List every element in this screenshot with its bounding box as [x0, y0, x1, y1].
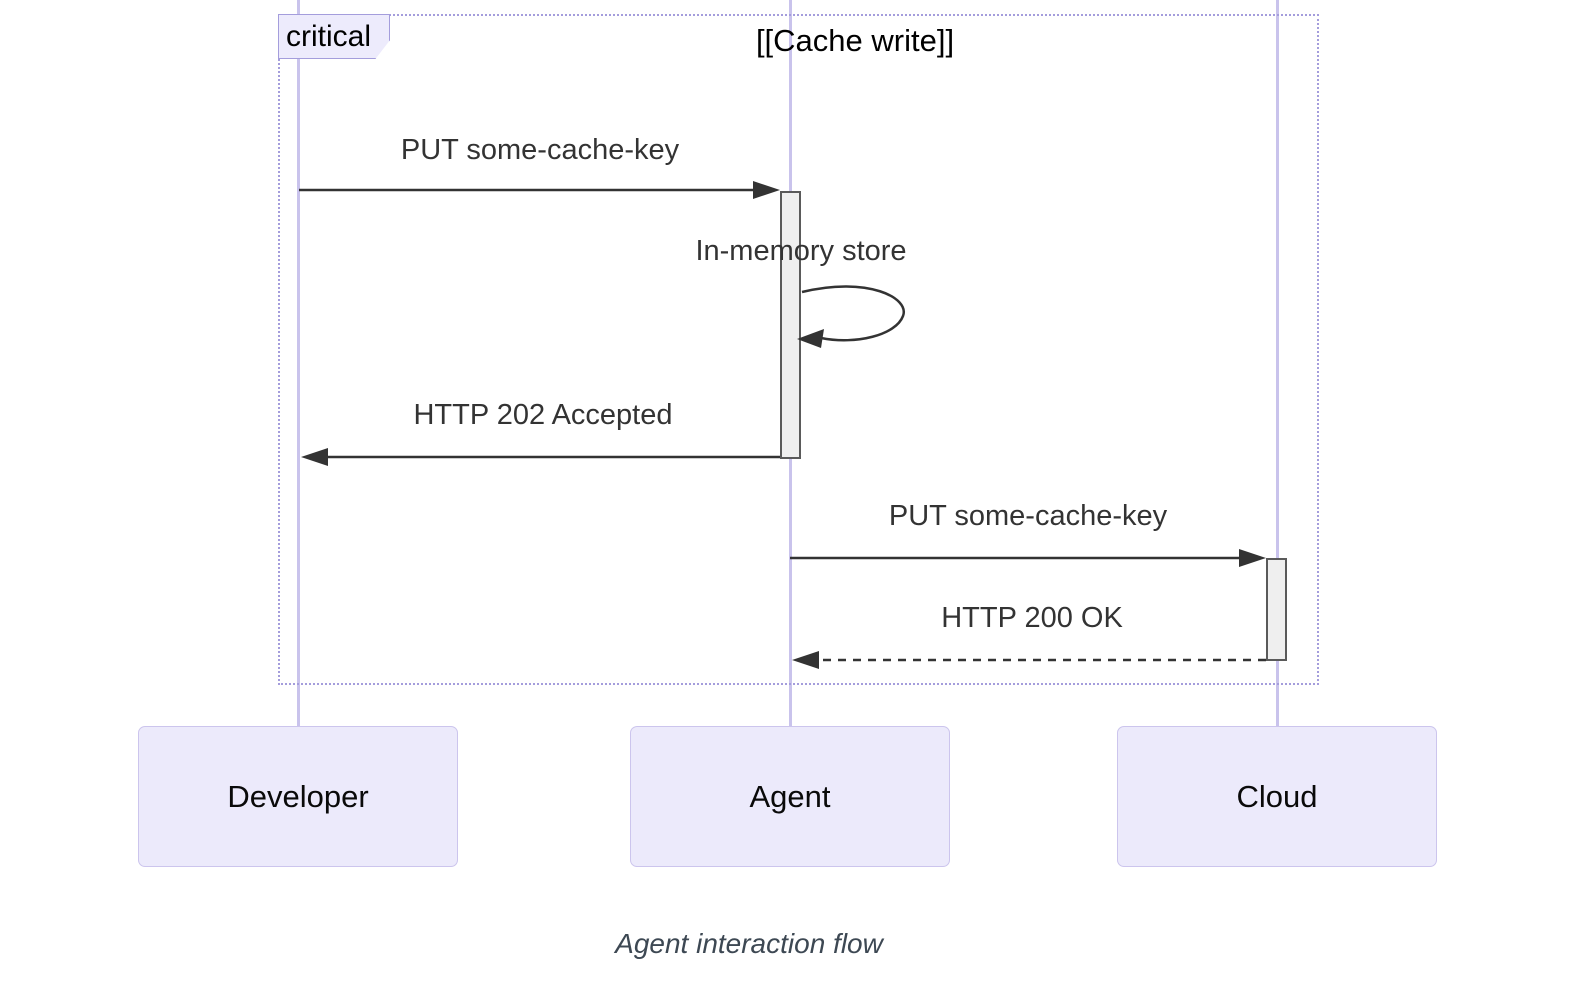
lifeline-cloud: [1276, 0, 1279, 727]
message-put-some-cache-key-2: PUT some-cache-key: [888, 500, 1168, 532]
critical-label-text: critical: [286, 19, 372, 53]
actor-label-developer: Developer: [227, 778, 369, 814]
message-http-200-ok: HTTP 200 OK: [941, 602, 1123, 634]
critical-region-title: [[Cache write]]: [755, 23, 955, 58]
critical-region-label: critical: [278, 14, 390, 59]
message-put-some-cache-key-1: PUT some-cache-key: [400, 134, 680, 166]
actor-label-agent: Agent: [749, 778, 831, 814]
diagram-caption: Agent interaction flow: [615, 928, 883, 959]
critical-region-border: [278, 14, 1319, 685]
actor-box-developer: Developer: [138, 726, 458, 867]
message-in-memory-store: In-memory store: [695, 235, 907, 267]
actor-label-cloud: Cloud: [1236, 778, 1318, 814]
actor-box-agent: Agent: [630, 726, 950, 867]
activation-bar-cloud: [1266, 558, 1287, 661]
activation-bar-agent: [780, 191, 801, 459]
lifeline-developer: [297, 0, 300, 727]
actor-box-cloud: Cloud: [1117, 726, 1437, 867]
message-http-202-accepted: HTTP 202 Accepted: [413, 399, 673, 431]
